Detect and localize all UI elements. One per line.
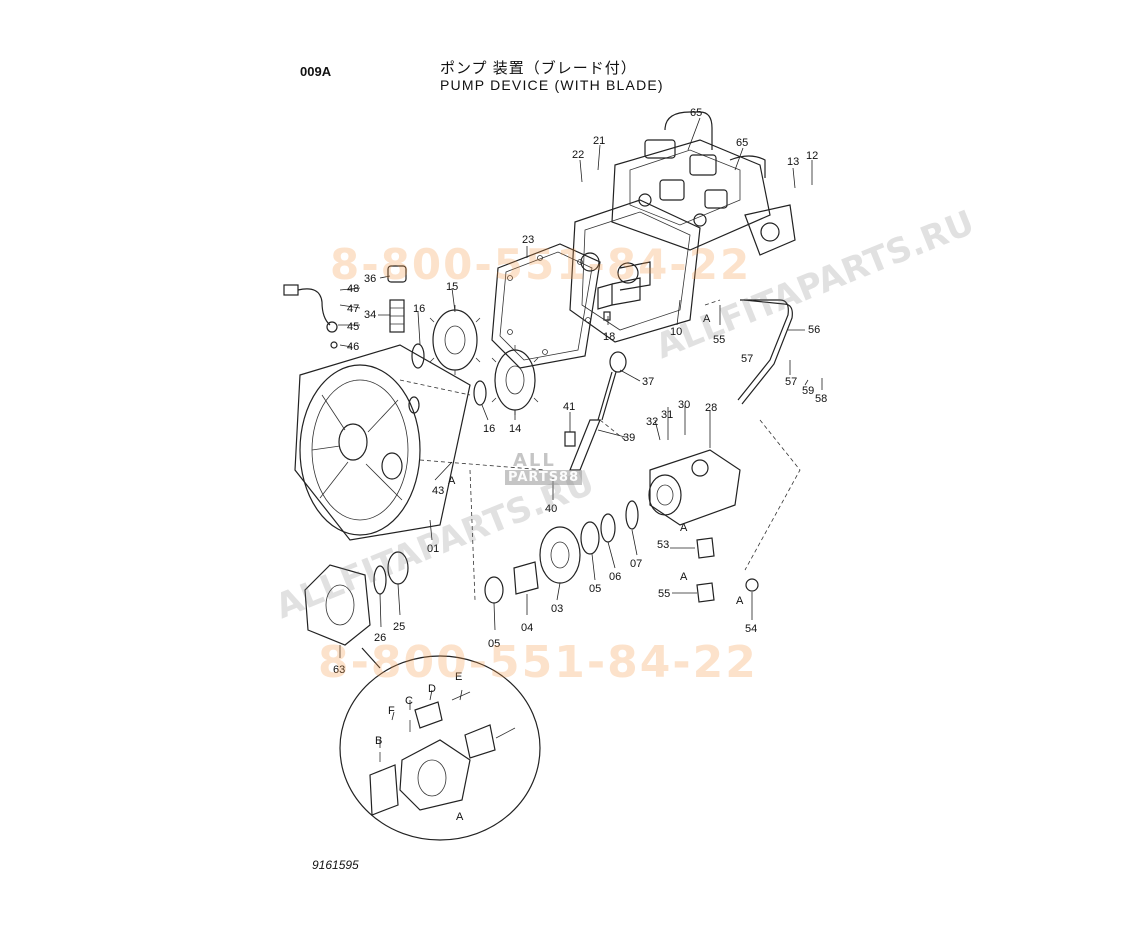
gear-14 xyxy=(491,345,539,415)
shaft-04 xyxy=(513,561,539,595)
label-A4: A xyxy=(680,571,688,583)
label-25: 25 xyxy=(393,621,405,633)
ring-26 xyxy=(373,565,387,595)
label-56: 56 xyxy=(808,324,820,336)
label-04: 04 xyxy=(521,622,533,634)
fitting-55 xyxy=(696,582,715,603)
label-05a: 05 xyxy=(589,583,601,595)
gear-pump-28 xyxy=(648,449,741,526)
label-34: 34 xyxy=(364,309,376,321)
label-detail-C: C xyxy=(405,695,413,707)
label-54: 54 xyxy=(745,623,757,635)
label-10: 10 xyxy=(670,326,682,338)
control-valve-assembly xyxy=(611,111,796,256)
pump-housing xyxy=(569,199,701,343)
pipe-56 xyxy=(737,299,789,401)
label-21: 21 xyxy=(593,135,605,147)
label-A1: A xyxy=(703,313,711,325)
dipstick-37 xyxy=(597,351,627,421)
label-A5: A xyxy=(736,595,744,607)
title-japanese: ポンプ 装置（ブレード付） xyxy=(440,60,637,77)
label-detail-B: B xyxy=(375,735,382,747)
label-05b: 05 xyxy=(488,638,500,650)
leader-lines xyxy=(338,117,823,748)
bearing-06 xyxy=(600,513,616,543)
logo-text-bottom: PARTS88 xyxy=(505,470,583,485)
gasket xyxy=(491,243,601,369)
label-57b: 57 xyxy=(785,376,797,388)
label-57a: 57 xyxy=(741,353,753,365)
logo-text-top: ALL xyxy=(513,450,556,471)
bolt-41 xyxy=(564,431,576,447)
label-22: 22 xyxy=(572,149,584,161)
label-16b: 16 xyxy=(483,423,495,435)
flywheel-housing xyxy=(294,344,471,541)
label-41: 41 xyxy=(563,401,575,413)
harness-45 xyxy=(283,284,338,349)
bearing-05b xyxy=(484,576,504,604)
label-30: 30 xyxy=(678,399,690,411)
label-53: 53 xyxy=(657,539,669,551)
label-detail-D: D xyxy=(428,683,436,695)
coupling-63 xyxy=(304,564,371,646)
watermark-logo: ALL PARTS88 xyxy=(505,448,623,488)
label-55b: 55 xyxy=(658,588,670,600)
label-46: 46 xyxy=(347,341,359,353)
label-43: 43 xyxy=(432,485,444,497)
snap-ring-07 xyxy=(625,500,639,530)
label-16a: 16 xyxy=(413,303,425,315)
diagram-code: 009A xyxy=(300,64,332,79)
label-06: 06 xyxy=(609,571,621,583)
snap-ring-16b xyxy=(473,380,487,406)
oil-seal-25 xyxy=(387,551,409,585)
label-15: 15 xyxy=(446,281,458,293)
gear-15 xyxy=(429,305,481,375)
fitting-53 xyxy=(696,537,715,559)
label-63: 63 xyxy=(333,664,345,676)
label-31: 31 xyxy=(661,409,673,421)
pipe-56-outline xyxy=(741,299,793,405)
label-14: 14 xyxy=(509,423,521,435)
label-39: 39 xyxy=(623,432,635,444)
label-32: 32 xyxy=(646,416,658,428)
label-26: 26 xyxy=(374,632,386,644)
label-36: 36 xyxy=(364,273,376,285)
label-40: 40 xyxy=(545,503,557,515)
label-45: 45 xyxy=(347,321,359,333)
part-labels: 65 65 21 22 13 12 23 36 48 47 45 46 34 1… xyxy=(333,107,827,823)
sensor-34 xyxy=(389,299,405,333)
label-18: 18 xyxy=(603,331,615,343)
gear-03 xyxy=(539,526,581,584)
label-detail-A: A xyxy=(456,811,464,823)
label-55a: 55 xyxy=(713,334,725,346)
snap-ring-16a xyxy=(411,343,425,369)
label-12: 12 xyxy=(806,150,818,162)
label-07: 07 xyxy=(630,558,642,570)
label-03: 03 xyxy=(551,603,563,615)
label-58: 58 xyxy=(815,393,827,405)
label-A3: A xyxy=(680,522,688,534)
bearing-05a xyxy=(580,521,600,555)
label-13: 13 xyxy=(787,156,799,168)
coupling-detail-view xyxy=(339,647,541,841)
title-english: PUMP DEVICE (WITH BLADE) xyxy=(440,77,664,93)
label-48: 48 xyxy=(347,283,359,295)
label-47: 47 xyxy=(347,303,359,315)
drawing-number: 9161595 xyxy=(312,858,359,872)
label-65b: 65 xyxy=(736,137,748,149)
label-A2: A xyxy=(448,475,456,487)
label-01: 01 xyxy=(427,543,439,555)
label-59: 59 xyxy=(802,385,814,397)
label-detail-F: F xyxy=(388,705,395,717)
label-65a: 65 xyxy=(690,107,702,119)
plug-54 xyxy=(745,578,759,592)
label-28: 28 xyxy=(705,402,717,414)
label-detail-E: E xyxy=(455,671,462,683)
label-23: 23 xyxy=(522,234,534,246)
cap-36 xyxy=(387,265,407,283)
label-37: 37 xyxy=(642,376,654,388)
